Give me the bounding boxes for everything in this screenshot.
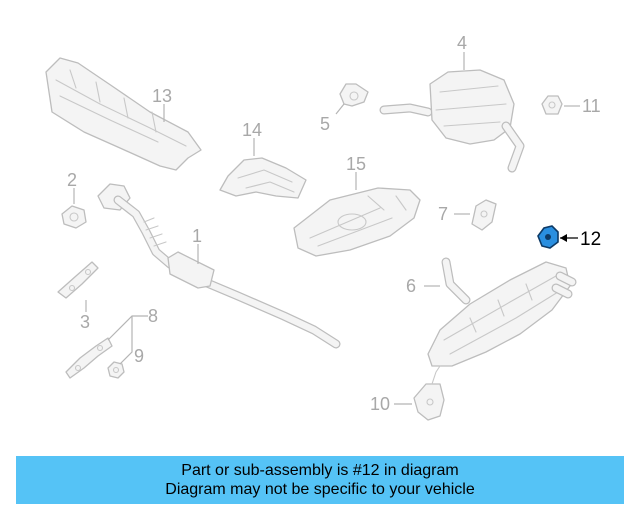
part-15-heat-shield xyxy=(293,187,421,257)
banner-line-2: Diagram may not be specific to your vehi… xyxy=(165,481,475,498)
callout-5: 5 xyxy=(320,114,330,134)
callout-1: 1 xyxy=(192,226,202,246)
part-11-mount xyxy=(541,95,563,115)
part-7-clamp xyxy=(471,199,497,231)
callout-11: 11 xyxy=(582,96,601,116)
banner-line-1: Part or sub-assembly is #12 in diagram xyxy=(181,462,459,479)
part-2-gasket xyxy=(61,205,87,229)
part-14-heat-shield xyxy=(219,157,307,199)
callout-12: 12 xyxy=(580,229,601,250)
part-3-bracket xyxy=(57,261,99,299)
part-12-mount-highlighted xyxy=(537,225,559,249)
exhaust-parts-diagram: 13 14 15 4 5 11 2 xyxy=(45,33,601,421)
leader-9 xyxy=(119,316,133,365)
callout-6: 6 xyxy=(406,276,416,296)
callout-7: 7 xyxy=(438,204,448,224)
leader-12-arrowhead xyxy=(560,234,567,242)
callout-3: 3 xyxy=(80,312,90,332)
callout-15: 15 xyxy=(346,154,366,174)
callout-10: 10 xyxy=(370,394,390,414)
part-13-heat-shield xyxy=(45,57,202,171)
callout-8: 8 xyxy=(148,306,158,326)
callout-13: 13 xyxy=(152,86,172,106)
callout-14: 14 xyxy=(242,120,262,140)
part-5-clamp xyxy=(339,83,369,107)
info-banner: Part or sub-assembly is #12 in diagram D… xyxy=(16,456,624,504)
leader-5 xyxy=(335,103,345,115)
part-4-muffler xyxy=(379,69,525,173)
part-9-nut xyxy=(107,361,125,379)
callout-4: 4 xyxy=(457,33,467,53)
part-1-front-pipe xyxy=(97,183,341,349)
part-6-muffler-assembly xyxy=(427,257,577,367)
callout-9: 9 xyxy=(134,346,144,366)
callout-2: 2 xyxy=(67,170,77,190)
part-8-hanger xyxy=(65,337,113,379)
leader-8 xyxy=(107,315,148,341)
part-10-hanger xyxy=(413,365,445,421)
